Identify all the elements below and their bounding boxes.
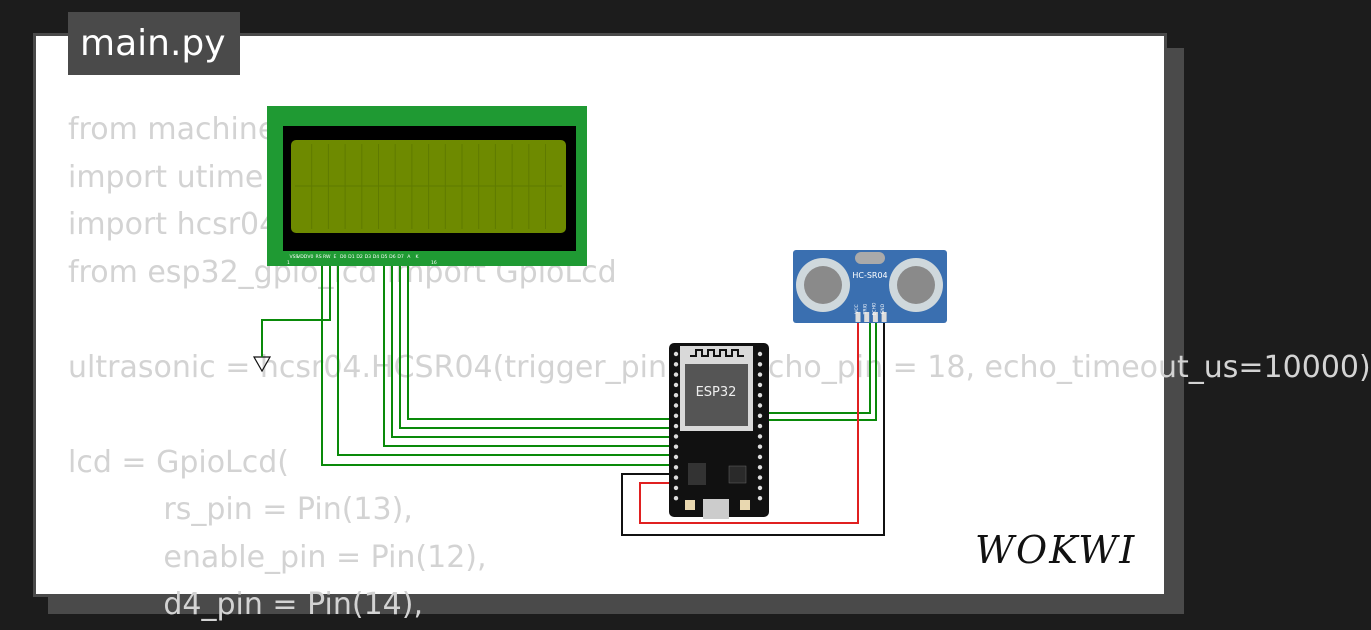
wire-lcd-d4: [383, 255, 676, 447]
ground-icon: [252, 356, 272, 373]
project-card: from machine import Pin import utime imp…: [33, 33, 1371, 622]
lcd-pin-first: 1: [287, 260, 290, 266]
sensor-pin-label: TRIG: [863, 303, 869, 315]
lcd-pin-label: VDD: [297, 254, 308, 260]
lcd-pin-label: D1: [348, 254, 355, 260]
antenna-icon: [690, 349, 744, 357]
code-line: import utime: [68, 159, 264, 195]
wire-echo: [760, 320, 877, 421]
lcd-pin-label: E: [334, 254, 337, 260]
crystal: [855, 252, 885, 264]
lcd-pin-label: D5: [381, 254, 388, 260]
sensor-label: HC-SR04: [852, 271, 887, 280]
file-tab-label: main.py: [80, 23, 226, 64]
wire-lcd-d6: [399, 255, 676, 429]
wire-vcc: [639, 320, 859, 524]
code-preview: from machine import Pin import utime imp…: [68, 106, 1371, 629]
code-line: lcd = GpioLcd(: [68, 444, 290, 480]
code-line: rs_pin = Pin(13),: [68, 492, 413, 527]
lcd-pin-label: D0: [340, 254, 347, 260]
wire-trig: [760, 320, 871, 414]
wire-lcd-d5: [391, 255, 676, 438]
lcd-pin-label: A: [407, 254, 411, 260]
wire-lcd-rs: [337, 255, 676, 456]
sensor-pin-label: VCC: [854, 304, 860, 313]
esp32-label: ESP32: [696, 385, 737, 400]
lcd-pin-label: D7: [397, 254, 404, 260]
lcd-pin-label: D4: [373, 254, 380, 260]
esp32-pin-headers: [673, 351, 763, 501]
code-line: d4_pin = Pin(14),: [68, 587, 423, 622]
file-tab[interactable]: main.py: [68, 12, 240, 75]
esp32-board[interactable]: ESP32: [669, 343, 769, 519]
lcd-pin-label: VSS: [290, 254, 299, 260]
lcd-pin-label: RW: [323, 254, 331, 260]
wire-gnd: [621, 320, 885, 536]
usb-port: [703, 499, 729, 519]
lcd-pin-label: D2: [356, 254, 363, 260]
wire-lcd-e: [321, 255, 676, 466]
sensor-pin-label: GND: [880, 303, 886, 314]
wokwi-logo: WOKWI: [975, 528, 1136, 572]
lcd-pin-label: RS: [316, 254, 322, 260]
button-en[interactable]: [740, 500, 750, 510]
sensor-pin-label: ECHO: [871, 302, 877, 315]
wires: [261, 255, 885, 536]
code-line: enable_pin = Pin(12),: [68, 539, 487, 575]
wire-lcd-ground: [261, 255, 331, 357]
code-line: import hcsr04: [68, 207, 279, 242]
lcd-pin-label: D3: [365, 254, 372, 260]
lcd-pin-label: V0: [307, 254, 313, 260]
lcd-pin-label: K: [415, 254, 419, 260]
lcd-pin-last: 16: [431, 260, 437, 266]
button-boot[interactable]: [685, 500, 695, 510]
wokwi-logo-text: WOKWI: [975, 528, 1136, 572]
wire-lcd-d7: [407, 255, 676, 420]
lcd-pin-label: D6: [389, 254, 396, 260]
